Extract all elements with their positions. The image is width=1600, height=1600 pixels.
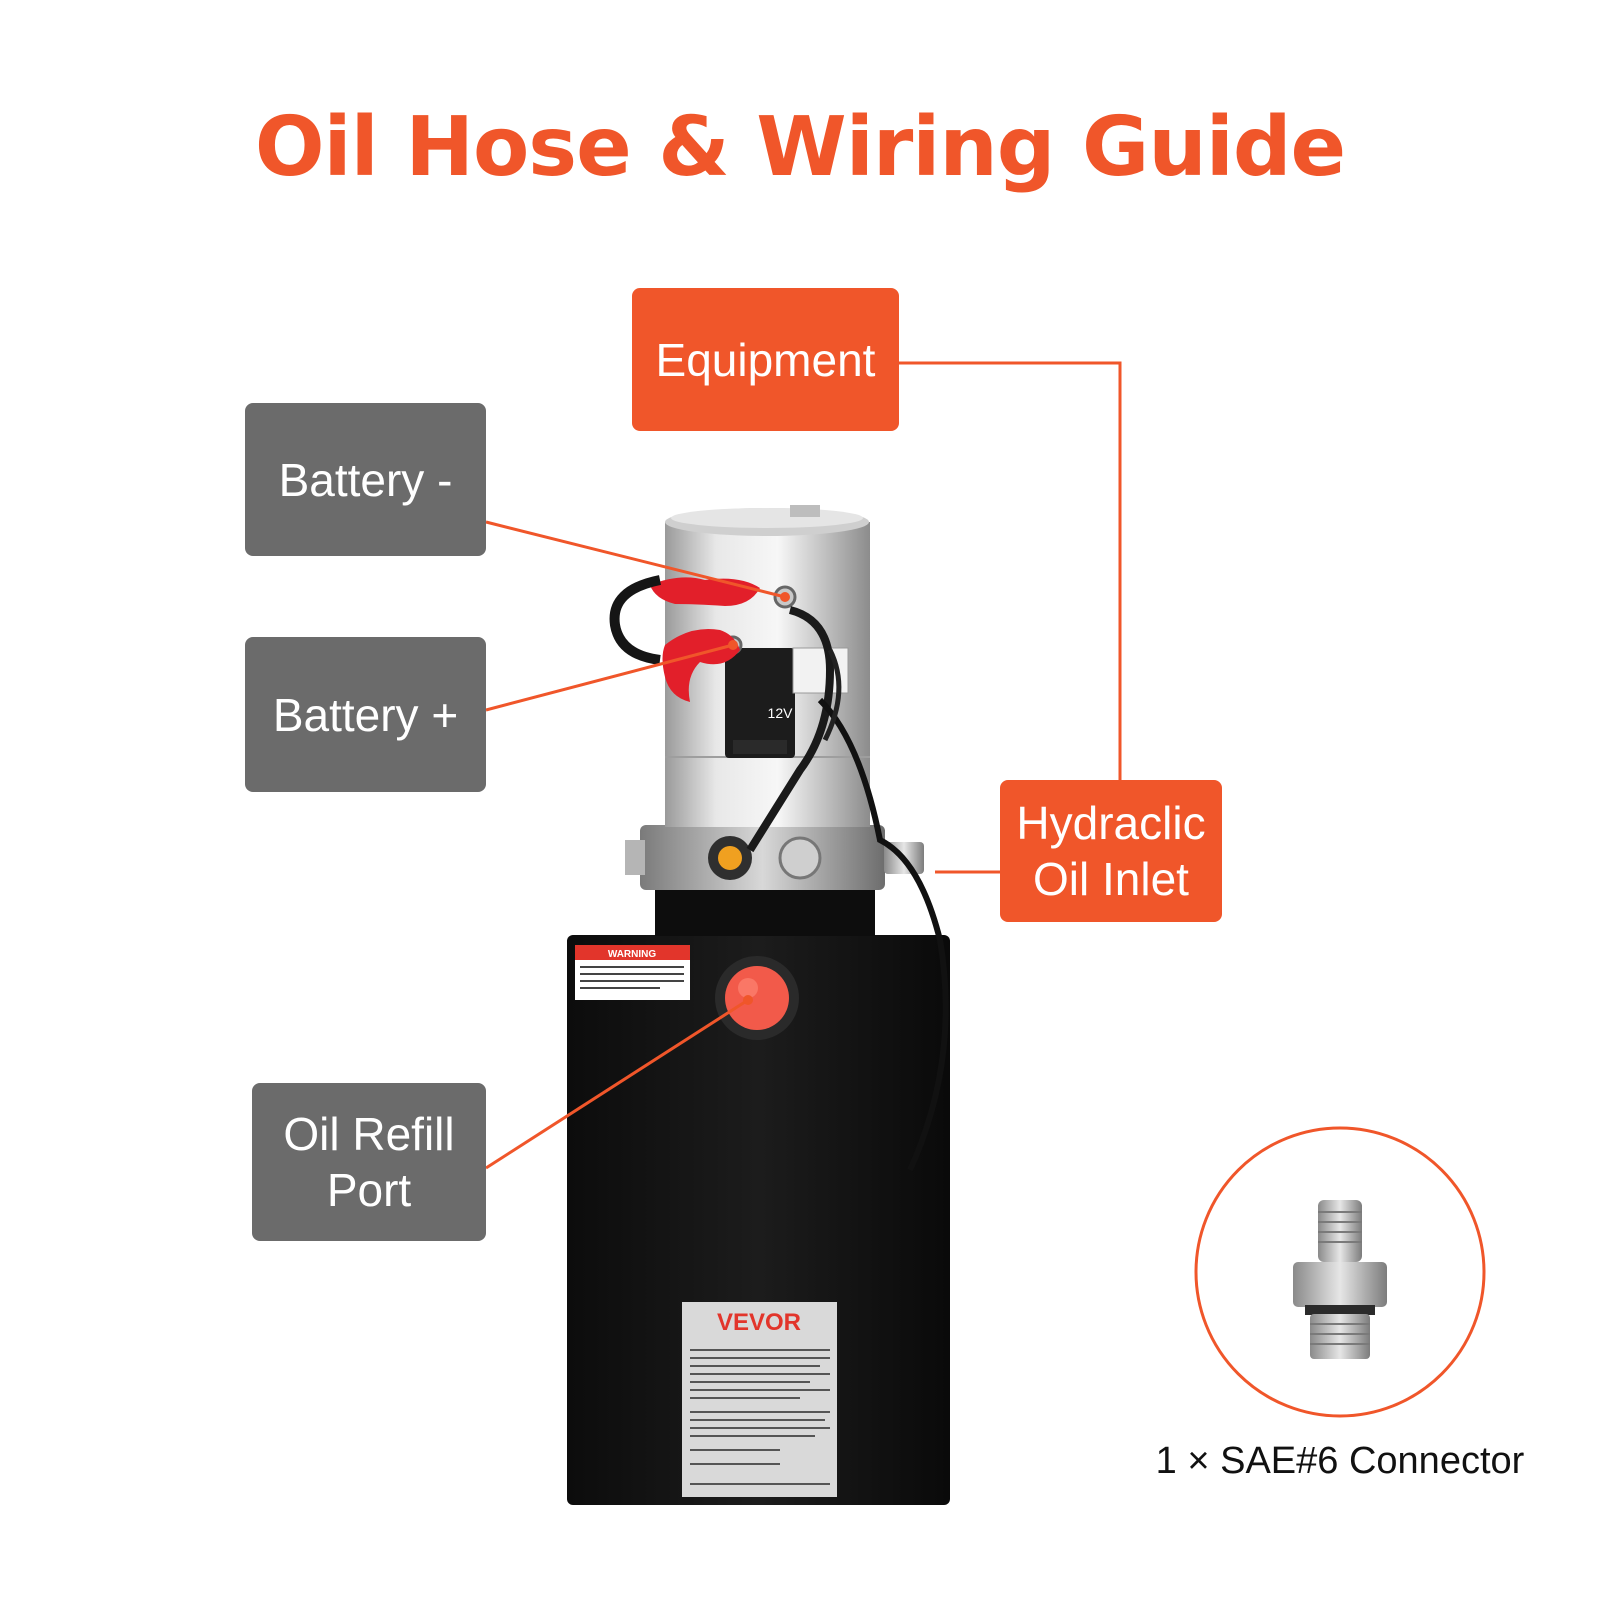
battery-positive-label: Battery +	[245, 637, 486, 792]
pump-base	[640, 825, 885, 890]
oil-refill-port-label-line1: Oil Refill	[283, 1108, 455, 1160]
page-title: Oil Hose & Wiring Guide	[254, 100, 1346, 195]
solenoid-voltage: 12V	[768, 705, 794, 721]
leader-equipment	[899, 361, 1122, 780]
nameplate-brand: VEVOR	[717, 1309, 801, 1336]
hydraulic-oil-inlet-label-line2: Oil Inlet	[1033, 853, 1189, 905]
battery-positive-label-text: Battery +	[272, 688, 459, 741]
connector-caption: 1 × SAE#6 Connector	[1155, 1440, 1525, 1482]
leader-battery-positive	[485, 643, 734, 712]
sae6-connector-image	[1293, 1200, 1387, 1359]
battery-negative-label-text: Battery -	[278, 453, 453, 506]
leader-battery-negative	[485, 520, 786, 599]
equipment-label-text: Equipment	[655, 333, 876, 386]
pump-base-bolt	[778, 836, 822, 880]
oil-refill-port-label-line2: Port	[326, 1164, 412, 1216]
hydraulic-oil-inlet-label: Hydraclic Oil Inlet	[1000, 780, 1222, 922]
hose-line	[817, 697, 949, 1172]
warning-sticker: WARNING	[575, 945, 690, 1000]
leader-lines	[485, 361, 1122, 1170]
oil-tank	[567, 935, 950, 1505]
oil-refill-port-label: Oil Refill Port	[252, 1083, 486, 1241]
warning-sticker-title: WARNING	[608, 949, 657, 960]
hydraulic-oil-inlet-label-line1: Hydraclic	[1016, 797, 1206, 849]
tank-collar	[655, 888, 875, 936]
motor-cable	[746, 606, 835, 853]
equipment-label: Equipment	[632, 288, 899, 431]
battery-negative-label: Battery -	[245, 403, 486, 556]
product-nameplate: VEVOR	[682, 1302, 837, 1497]
leader-oil-refill	[485, 998, 749, 1170]
black-battery-cable	[609, 575, 662, 665]
